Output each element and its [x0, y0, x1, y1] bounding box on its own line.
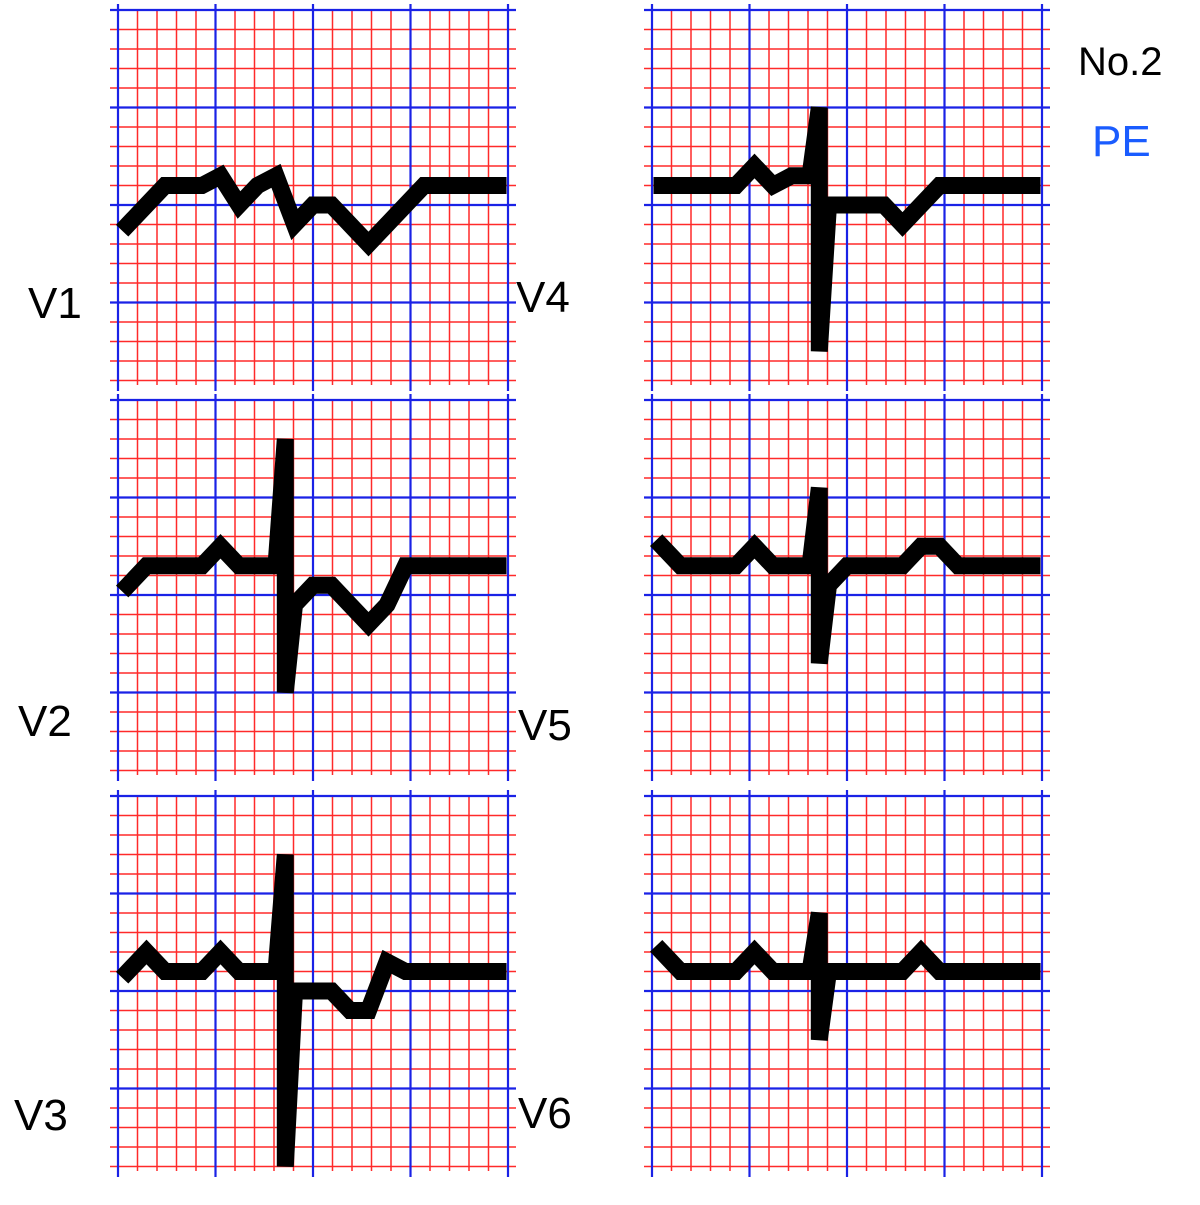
ecg-panel-v6 [644, 790, 1050, 1177]
ecg-trace-v5 [649, 486, 1041, 665]
ecg-panel-v1 [110, 4, 516, 391]
major-grid [110, 4, 516, 391]
lead-label-v3: V3 [14, 1091, 68, 1140]
lead-label-v4: V4 [516, 273, 570, 322]
case-number-label: No.2 [1078, 40, 1163, 84]
ecg-trace-v1 [115, 163, 507, 257]
lead-label-v2: V2 [18, 697, 72, 746]
ecg-panel-v5 [644, 394, 1050, 781]
ecg-panel-v4 [644, 4, 1050, 391]
ecg-trace-v3 [115, 853, 507, 1167]
lead-label-v6: V6 [518, 1089, 572, 1138]
ecg-trace-v4 [653, 106, 1041, 352]
major-grid [644, 790, 1050, 1177]
ecg-trace-v2 [115, 438, 507, 694]
major-grid [644, 394, 1050, 781]
diagnosis-label: PE [1092, 117, 1151, 166]
lead-label-v5: V5 [518, 701, 572, 750]
lead-label-v1: V1 [28, 279, 82, 328]
ecg-trace-v6 [649, 911, 1041, 1041]
ecg-panel-v2 [110, 394, 516, 781]
ecg-panel-v3 [110, 790, 516, 1177]
